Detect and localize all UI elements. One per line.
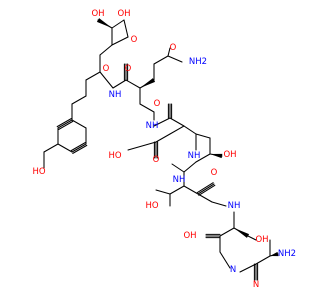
single-bond: [112, 79, 127, 89]
single-bond: [71, 143, 87, 153]
single-bond: [155, 189, 171, 195]
single-bond: [57, 143, 73, 153]
atom-label-thr2-hydroxyl: OH: [223, 150, 236, 160]
single-bond: [111, 19, 125, 29]
atom-label-asn-carbonyl-oxygen: O: [125, 64, 132, 74]
bond-layer: [43, 18, 279, 281]
single-bond: [43, 143, 59, 153]
atom-label-asn-sidechain-amine: NH2: [189, 57, 207, 67]
atom-label-ser-carbonyl-oxygen: OH: [183, 231, 196, 241]
single-bond: [169, 117, 185, 127]
stereo-wedge-bond: [234, 228, 250, 238]
single-bond: [183, 125, 197, 135]
single-bond: [153, 117, 171, 127]
single-bond: [255, 255, 271, 265]
single-bond: [219, 251, 231, 269]
single-bond: [195, 153, 211, 163]
single-bond: [167, 55, 183, 63]
single-bond: [239, 263, 257, 273]
atom-label-tyr-carbonyl-oxygen: O: [103, 64, 110, 74]
single-bond: [125, 79, 141, 89]
double-bond: [58, 120, 74, 130]
atom-label-ala-carbonyl-oxygen: N: [253, 280, 259, 290]
single-bond: [71, 119, 87, 129]
canvas-background: [0, 0, 300, 300]
stereo-wedge-bond: [140, 78, 156, 88]
atom-label-carboxyl-oxygen: O: [131, 35, 138, 45]
atom-label-thr1-hydroxyl: HO: [108, 151, 121, 161]
double-bond: [72, 144, 88, 154]
atom-label-hydroxyl-threonine-top: OH: [91, 9, 104, 19]
single-bond: [85, 71, 101, 81]
single-bond: [197, 183, 215, 195]
atom-label-thr2-carbonyl-oxygen: O: [153, 155, 160, 165]
single-bond: [99, 44, 113, 56]
atom-label-tyrosine-phenol: HO: [32, 167, 45, 177]
single-bond: [71, 95, 87, 105]
atom-label-layer: OH OH O O NH NH2 O HO O NH HO O NH OH O …: [32, 9, 296, 290]
atom-label-ser-hydroxyl: OH: [255, 235, 268, 245]
single-bond: [197, 193, 213, 203]
single-bond: [57, 119, 73, 129]
atom-label-thr3-hydroxyl: HO: [145, 201, 158, 211]
stereo-wedge-bond: [96, 18, 112, 28]
atom-label-amide-nh-tyr: NH: [109, 90, 122, 100]
single-bond: [123, 19, 129, 38]
atom-label-amide-nh-ala: N: [230, 265, 236, 275]
single-bond: [169, 125, 185, 135]
atom-label-amide-nh-ser: NH: [228, 201, 241, 211]
single-bond: [167, 47, 171, 57]
atom-label-n-terminal-amine: NH2: [278, 249, 296, 259]
double-bond: [196, 182, 214, 194]
single-bond: [195, 133, 211, 139]
single-bond: [139, 103, 155, 113]
atom-label-amide-nh-thr1: NH: [146, 121, 159, 131]
single-bond: [183, 185, 199, 195]
double-bond: [70, 142, 86, 152]
single-bond: [171, 163, 185, 173]
single-bond: [153, 55, 169, 65]
single-bond: [211, 201, 227, 207]
double-bond: [198, 184, 216, 196]
single-bond: [111, 36, 129, 46]
atom-label-thr3-carbonyl-oxygen: O: [211, 168, 218, 178]
single-bond: [247, 235, 257, 241]
single-bond: [219, 227, 235, 237]
atom-label-amide-nh-thr2: NH: [188, 151, 201, 161]
single-bond: [183, 161, 197, 173]
single-bond: [155, 133, 171, 143]
atom-label-carboxyl-hydroxyl: OH: [117, 9, 130, 19]
atom-label-amide-nh-thr3: NH: [173, 175, 186, 185]
single-bond: [127, 141, 157, 151]
atom-label-thr1-carbonyl-oxygen: O: [154, 99, 161, 109]
stereo-wedge-bond: [270, 251, 279, 257]
stereo-wedge-bond: [210, 153, 223, 159]
double-bond: [56, 118, 72, 128]
single-bond: [99, 71, 114, 89]
peptide-structure-diagram: OH OH O O NH NH2 O HO O NH HO O NH OH O …: [0, 0, 300, 300]
atom-label-asn-sidechain-oxygen: O: [170, 43, 177, 53]
single-bond: [169, 185, 185, 195]
